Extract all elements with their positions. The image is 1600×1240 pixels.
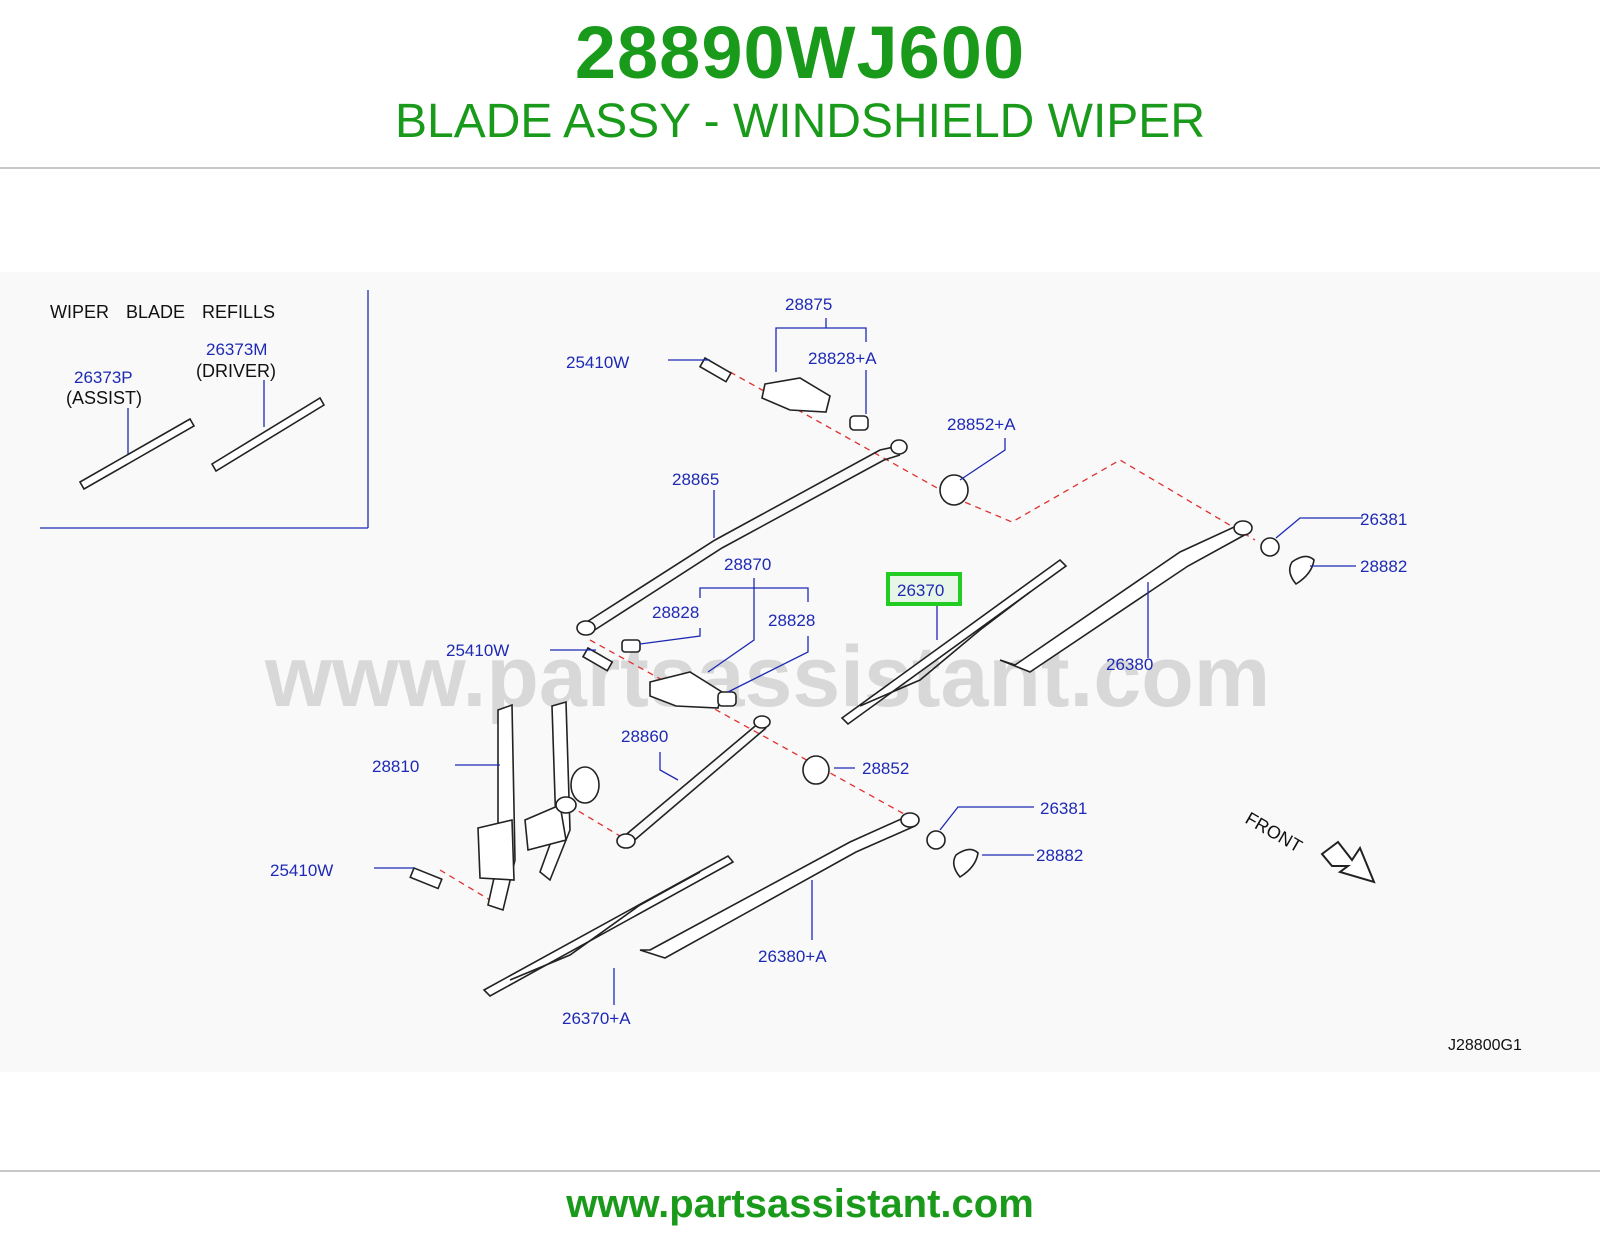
cap-bottom xyxy=(952,848,979,879)
nut-top xyxy=(1260,537,1280,557)
callout-28865[interactable]: 28865 xyxy=(672,470,719,489)
part-description: BLADE ASSY - WINDSHIELD WIPER xyxy=(395,95,1205,148)
callout-28870[interactable]: 28870 xyxy=(724,555,771,574)
callout-28852[interactable]: 28852 xyxy=(862,759,909,778)
callout-28852a[interactable]: 28852+A xyxy=(947,415,1016,434)
callout-26370a[interactable]: 26370+A xyxy=(562,1009,631,1028)
callout-28860[interactable]: 28860 xyxy=(621,727,668,746)
grommet-top xyxy=(939,474,969,506)
bolt-mid xyxy=(581,646,614,672)
diagram-code: J28800G1 xyxy=(1448,1037,1522,1054)
callout-28828-left[interactable]: 28828 xyxy=(652,603,699,622)
bushing-mid-right xyxy=(717,691,737,707)
nut-bottom xyxy=(926,830,946,850)
refill-assist-part[interactable]: 26373P xyxy=(74,368,133,387)
front-arrow-icon xyxy=(1320,840,1376,884)
refill-strip-assist xyxy=(78,417,196,491)
pivot-top xyxy=(761,377,831,413)
callouts: 28875 25410W 28828+A 28852+A 28865 26381… xyxy=(270,295,1407,1028)
motor-plate xyxy=(524,803,567,852)
bushing-mid-left xyxy=(621,639,641,653)
callout-26381-top[interactable]: 26381 xyxy=(1360,510,1407,529)
bracket-plate xyxy=(477,818,515,881)
callout-28882-bottom[interactable]: 28882 xyxy=(1036,846,1083,865)
callout-28810[interactable]: 28810 xyxy=(372,757,419,776)
refills-title: WIPER BLADE REFILLS xyxy=(50,302,275,322)
refill-driver-part[interactable]: 26373M xyxy=(206,340,267,359)
watermark: www.partsassistant.com xyxy=(264,629,1270,725)
parts xyxy=(409,356,1315,997)
callout-26381-bottom[interactable]: 26381 xyxy=(1040,799,1087,818)
wiper-motor xyxy=(570,766,600,804)
bolt-top xyxy=(698,356,733,383)
wiper-arm-26380 xyxy=(999,520,1252,673)
refill-assist-label: (ASSIST) xyxy=(66,388,142,408)
cap-top xyxy=(1288,555,1315,586)
link-rod-28865 xyxy=(581,445,899,626)
callout-26380a[interactable]: 26380+A xyxy=(758,947,827,966)
wiper-blade-26370 xyxy=(840,558,1068,726)
front-label: FRONT xyxy=(1242,808,1306,856)
callout-25410w-bottom[interactable]: 25410W xyxy=(270,861,333,880)
callout-25410w-top[interactable]: 25410W xyxy=(566,353,629,372)
refills-panel: WIPER BLADE REFILLS 26373P (ASSIST) 2637… xyxy=(40,290,369,529)
callout-26380[interactable]: 26380 xyxy=(1106,655,1153,674)
pivot-mid xyxy=(649,671,723,709)
link-rod-28860 xyxy=(621,721,761,839)
footer-divider xyxy=(0,1170,1600,1172)
wiper-arm-26380a xyxy=(639,813,917,959)
grommet-mid xyxy=(802,755,830,785)
header-divider xyxy=(0,167,1600,169)
bracket-right xyxy=(539,700,571,882)
callout-25410w-mid[interactable]: 25410W xyxy=(446,641,509,660)
bushing-top xyxy=(849,415,869,431)
bolt-bottom xyxy=(409,866,443,890)
callout-28828a[interactable]: 28828+A xyxy=(808,349,877,368)
callout-26370-highlighted[interactable]: 26370 xyxy=(897,581,944,600)
refill-strip-driver xyxy=(210,396,326,473)
callout-28828-right[interactable]: 28828 xyxy=(768,611,815,630)
leader-lines xyxy=(374,318,1363,1005)
refill-driver-label: (DRIVER) xyxy=(196,361,276,381)
front-indicator: FRONT xyxy=(1242,808,1376,884)
part-number-title: 28890WJ600 xyxy=(574,11,1026,94)
callout-28882-top[interactable]: 28882 xyxy=(1360,557,1407,576)
highlight-box xyxy=(886,572,962,606)
footer-url[interactable]: www.partsassistant.com xyxy=(566,1182,1034,1226)
callout-28875[interactable]: 28875 xyxy=(785,295,832,314)
